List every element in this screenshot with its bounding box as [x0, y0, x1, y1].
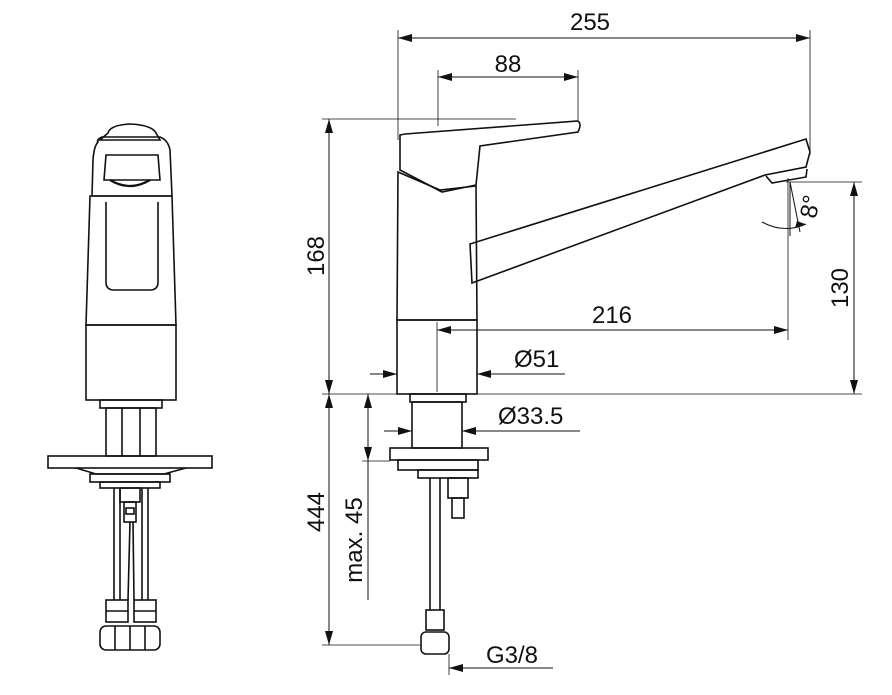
side-view	[389, 120, 811, 655]
side-mounting-plate	[389, 447, 489, 461]
front-lever	[91, 136, 173, 197]
dimension-height: 168	[303, 236, 330, 276]
dimension-spout-height: 130	[827, 268, 854, 308]
dimension-spout-reach: 216	[592, 302, 632, 329]
side-spout	[469, 137, 811, 285]
front-mounting-plate	[47, 455, 213, 469]
dimension-body-diameter: Ø51	[514, 346, 559, 373]
front-lever-cap	[97, 123, 162, 141]
dimension-thread: G3/8	[486, 642, 538, 669]
side-lever	[399, 120, 581, 193]
front-view	[47, 123, 213, 651]
front-body-upper	[85, 195, 177, 326]
dimensions: 255 88 168 130 216 8°	[303, 9, 862, 675]
dimension-lever-length: 88	[495, 51, 522, 78]
dimension-overall-length: 255	[570, 9, 610, 36]
dimension-max-thickness: max. 45	[341, 497, 368, 582]
side-body-upper	[396, 170, 478, 321]
dimension-shank-diameter: Ø33.5	[498, 403, 563, 430]
dimension-spout-angle: 8°	[795, 193, 826, 220]
front-body-lower	[85, 324, 177, 401]
dimension-total-length: 444	[303, 492, 330, 532]
